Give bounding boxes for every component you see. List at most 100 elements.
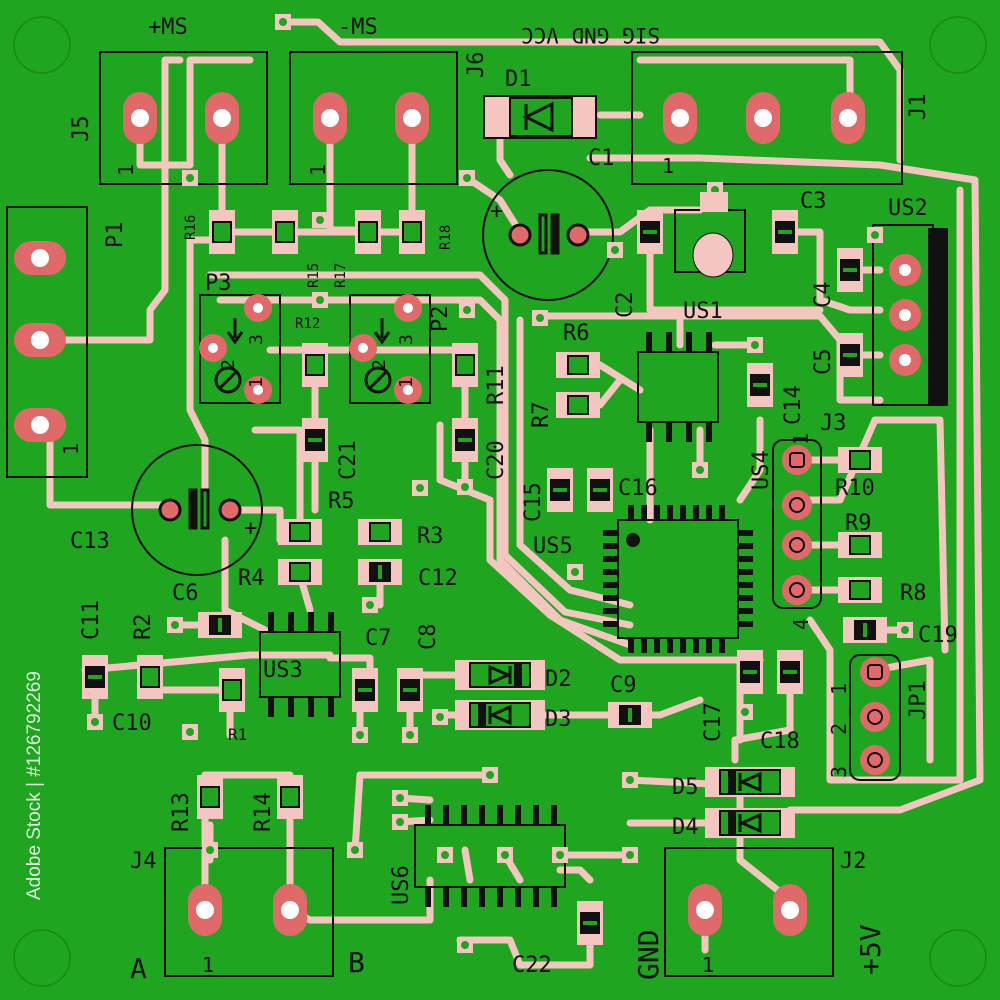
r14-ref: R14	[251, 792, 276, 832]
via-hole	[279, 18, 287, 26]
via-hole	[436, 713, 444, 721]
via-hole	[356, 731, 364, 739]
d1-symbol	[522, 101, 554, 133]
pin4-label: 4	[789, 618, 813, 630]
via-hole	[611, 246, 619, 254]
us5-pin	[628, 505, 634, 520]
us4-ref: US4	[749, 450, 774, 490]
us1-pin	[686, 332, 692, 352]
us5-pin	[738, 595, 753, 601]
p1-ref: P1	[103, 222, 128, 249]
trace	[556, 866, 594, 884]
us5-pin	[719, 638, 725, 653]
trace	[136, 56, 254, 169]
j3-pin-pad	[782, 575, 812, 605]
j2-outline	[664, 847, 834, 977]
j1-ref: J1	[906, 94, 931, 121]
c2-plate	[550, 213, 560, 255]
p2-pin-label: 2	[369, 359, 390, 370]
jp1-pin-ring	[867, 664, 883, 680]
p3-pin-label: 3	[246, 334, 267, 345]
trace	[586, 154, 984, 814]
r12-ref: R12	[295, 316, 320, 332]
via-hole	[626, 776, 634, 784]
us3-pin	[328, 612, 334, 632]
r17-ref: R17	[333, 263, 349, 288]
trimmer-pad-hole	[403, 303, 413, 313]
trace	[736, 776, 794, 904]
copper-traces	[36, 18, 984, 969]
j6-ref: J6	[464, 52, 489, 79]
via-hole	[416, 484, 424, 492]
terminal-pad-hole	[213, 109, 231, 127]
via-hole	[461, 483, 469, 491]
trimmer-arrow	[226, 318, 244, 345]
via-hole	[463, 306, 471, 314]
trimmer-screw	[214, 366, 242, 394]
j3-pin-pad	[782, 445, 812, 475]
d1-ref: D1	[505, 67, 532, 92]
capacitor-c17-stripe	[743, 670, 757, 674]
via-hole	[441, 851, 449, 859]
c14-ref: C14	[781, 385, 806, 425]
c11-ref: C11	[79, 600, 104, 640]
via-hole	[536, 314, 544, 322]
capacitor-c6-stripe	[218, 618, 222, 632]
us2-heatsink-tab	[928, 228, 948, 406]
j4-outline	[164, 847, 334, 977]
watermark-text: Adobe Stock | #126792269	[24, 671, 45, 900]
trace	[206, 271, 634, 629]
terminal-pad-hole	[754, 109, 772, 127]
trimmer-pad-hole	[358, 343, 368, 353]
trimmer-screw	[364, 366, 392, 394]
c5-ref: C5	[811, 349, 836, 376]
jp1-pin-label: 3	[827, 766, 851, 778]
j3-pin-ring	[789, 537, 805, 553]
d2-ref: D2	[545, 667, 572, 692]
us1-pin	[706, 332, 712, 352]
c2-electrolytic-outline	[482, 169, 614, 301]
via-hole	[171, 621, 179, 629]
j2-label-gnd: GND	[632, 929, 665, 980]
via-hole	[571, 568, 579, 576]
us5-pin	[738, 556, 753, 562]
c13-plate	[200, 488, 210, 530]
us5-pin	[667, 638, 673, 653]
trimmer-slot	[368, 370, 388, 390]
p1-outline	[6, 206, 88, 478]
capacitor-c9-stripe	[628, 708, 632, 722]
us6-pin	[551, 887, 557, 907]
d5-ref: D5	[672, 775, 699, 800]
r18-ref: R18	[438, 225, 454, 250]
r16-ref: R16	[183, 215, 199, 240]
us3-ref: US3	[263, 658, 303, 683]
j4-ref: J4	[130, 849, 157, 874]
pin1-label: 1	[202, 953, 214, 977]
diode-d3-symbol	[488, 704, 512, 726]
resistor-r17-body	[358, 221, 378, 243]
p3-pin-label: 2	[218, 359, 239, 370]
diode-d5-band	[728, 770, 736, 794]
j2-label-5v: +5V	[854, 924, 887, 975]
capacitor-c12-stripe	[378, 565, 382, 579]
via-hole	[396, 794, 404, 802]
c8-ref: C8	[416, 624, 441, 651]
j3-pin-ring	[789, 582, 805, 598]
us3-pin	[268, 612, 274, 632]
trimmer-pad-hole	[403, 385, 413, 395]
c22-ref: C22	[512, 953, 552, 978]
jp1-pin-pad	[860, 745, 890, 775]
j6-polarity-label: -MS	[338, 15, 378, 40]
trimmer-arrow	[373, 318, 391, 345]
us3-pin	[308, 697, 314, 717]
trace	[806, 186, 964, 784]
us5-pin	[603, 608, 618, 614]
pin1-label: 1	[702, 953, 714, 977]
via-hole	[186, 728, 194, 736]
jp1-pin-label: 1	[827, 683, 851, 695]
us1-pin	[686, 422, 692, 442]
regulator-pin	[700, 192, 728, 212]
us1-pin	[666, 422, 672, 442]
jp1-ref: JP1	[906, 680, 931, 720]
via-hole	[751, 341, 759, 349]
